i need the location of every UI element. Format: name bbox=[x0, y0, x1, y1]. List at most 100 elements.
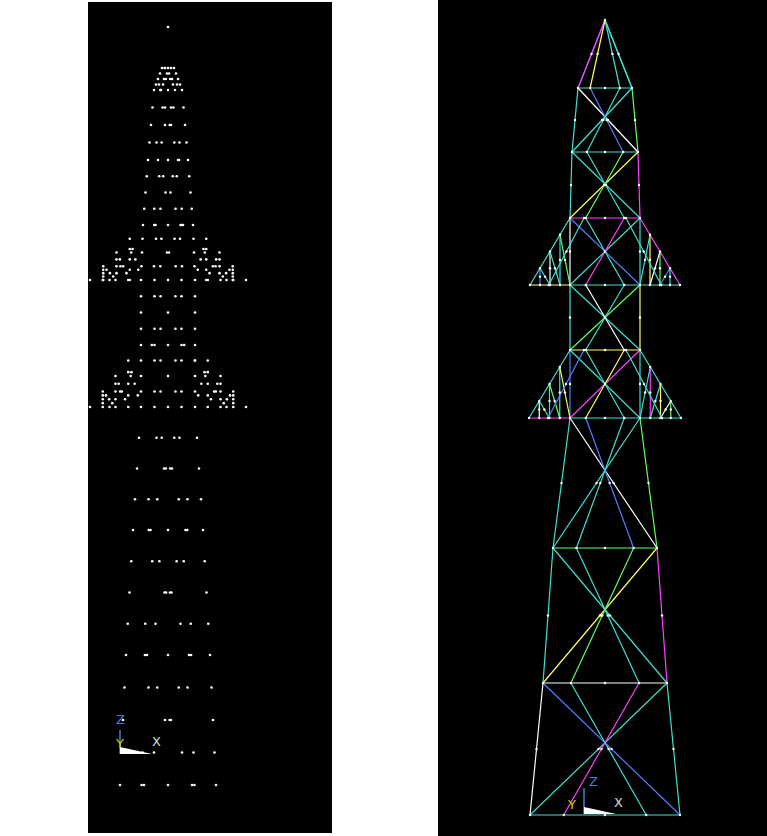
node-dot bbox=[193, 265, 196, 268]
node-dot bbox=[182, 106, 185, 109]
node-dot bbox=[119, 258, 122, 261]
node-dot bbox=[114, 382, 117, 385]
beam-element bbox=[570, 152, 572, 218]
node-dot bbox=[599, 614, 601, 616]
node-dot bbox=[155, 83, 158, 86]
node-dot bbox=[634, 119, 636, 121]
node-dot bbox=[219, 406, 222, 409]
node-dot bbox=[649, 284, 651, 286]
node-dot bbox=[153, 406, 156, 409]
node-dot bbox=[529, 284, 531, 286]
node-dot bbox=[134, 498, 137, 501]
node-dot bbox=[218, 265, 221, 268]
beam-element bbox=[667, 683, 680, 815]
node-dot bbox=[210, 686, 213, 689]
node-dot bbox=[654, 400, 656, 402]
node-dot bbox=[101, 402, 104, 405]
node-dot bbox=[140, 390, 143, 393]
node-dot bbox=[222, 402, 225, 405]
node-dot bbox=[569, 217, 571, 219]
node-dot bbox=[180, 359, 183, 362]
node-dot bbox=[192, 224, 195, 227]
node-dot bbox=[612, 482, 614, 484]
node-dot bbox=[583, 217, 585, 219]
node-dot bbox=[205, 248, 208, 251]
node-dot bbox=[190, 654, 193, 657]
node-dot bbox=[672, 748, 674, 750]
beam-element bbox=[572, 88, 578, 152]
node-dot bbox=[604, 217, 606, 219]
node-dot bbox=[181, 89, 184, 92]
node-dot bbox=[178, 159, 181, 162]
node-dot bbox=[167, 529, 170, 532]
node-dot bbox=[194, 327, 197, 330]
node-dot bbox=[569, 383, 571, 385]
node-dot bbox=[659, 400, 661, 402]
node-dot bbox=[597, 748, 599, 750]
node-dot bbox=[179, 237, 182, 240]
node-dot bbox=[599, 482, 601, 484]
beam-element bbox=[569, 285, 570, 350]
node-dot bbox=[176, 83, 179, 86]
node-dot bbox=[670, 408, 672, 410]
beam-element bbox=[605, 20, 620, 88]
node-dot bbox=[231, 268, 234, 271]
node-dot bbox=[140, 344, 143, 347]
beam-element bbox=[571, 683, 646, 815]
node-dot bbox=[153, 279, 156, 282]
node-dot bbox=[666, 682, 668, 684]
node-dot bbox=[163, 67, 166, 70]
node-dot bbox=[623, 417, 625, 419]
node-dot bbox=[159, 390, 162, 393]
node-view-panel bbox=[88, 2, 332, 833]
node-dot bbox=[232, 402, 235, 405]
node-dot bbox=[129, 375, 132, 378]
node-dot bbox=[153, 359, 156, 362]
node-dot bbox=[645, 814, 647, 816]
node-dot bbox=[127, 359, 130, 362]
node-dot bbox=[570, 682, 572, 684]
node-dot bbox=[225, 272, 228, 275]
node-dot bbox=[639, 316, 641, 318]
node-dot bbox=[159, 359, 162, 362]
node-dot bbox=[158, 83, 161, 86]
beam-element bbox=[586, 152, 623, 218]
node-dot bbox=[140, 327, 143, 330]
node-dot bbox=[167, 784, 170, 787]
node-dot bbox=[225, 279, 228, 282]
node-dot bbox=[102, 279, 105, 282]
node-dot bbox=[205, 591, 208, 594]
axis-label: X bbox=[152, 735, 161, 748]
node-dot bbox=[194, 344, 197, 347]
node-dot bbox=[208, 272, 211, 275]
beam-element bbox=[570, 218, 640, 285]
beam-element bbox=[543, 548, 657, 683]
beam-element bbox=[586, 218, 625, 285]
node-dot bbox=[153, 327, 156, 330]
node-dot bbox=[178, 436, 181, 439]
node-dot bbox=[145, 175, 148, 178]
beam-element bbox=[549, 218, 584, 285]
node-dot bbox=[206, 382, 209, 385]
node-dot bbox=[574, 119, 576, 121]
node-dot bbox=[232, 279, 235, 282]
node-dot bbox=[554, 267, 556, 269]
node-dot bbox=[173, 237, 176, 240]
node-dot bbox=[158, 175, 161, 178]
node-dot bbox=[649, 234, 651, 236]
node-dot bbox=[169, 467, 172, 470]
node-dot bbox=[174, 390, 177, 393]
node-dot bbox=[179, 83, 182, 86]
node-dot bbox=[670, 417, 672, 419]
node-dot bbox=[127, 406, 130, 409]
node-dot bbox=[144, 654, 147, 657]
node-dot bbox=[160, 141, 163, 144]
node-dot bbox=[659, 383, 661, 385]
node-dot bbox=[639, 383, 641, 385]
node-dot bbox=[559, 234, 561, 236]
node-dot bbox=[218, 258, 221, 261]
node-dot bbox=[109, 272, 112, 275]
node-dot bbox=[549, 250, 551, 252]
beam-element bbox=[670, 401, 671, 418]
node-dot bbox=[669, 275, 671, 277]
